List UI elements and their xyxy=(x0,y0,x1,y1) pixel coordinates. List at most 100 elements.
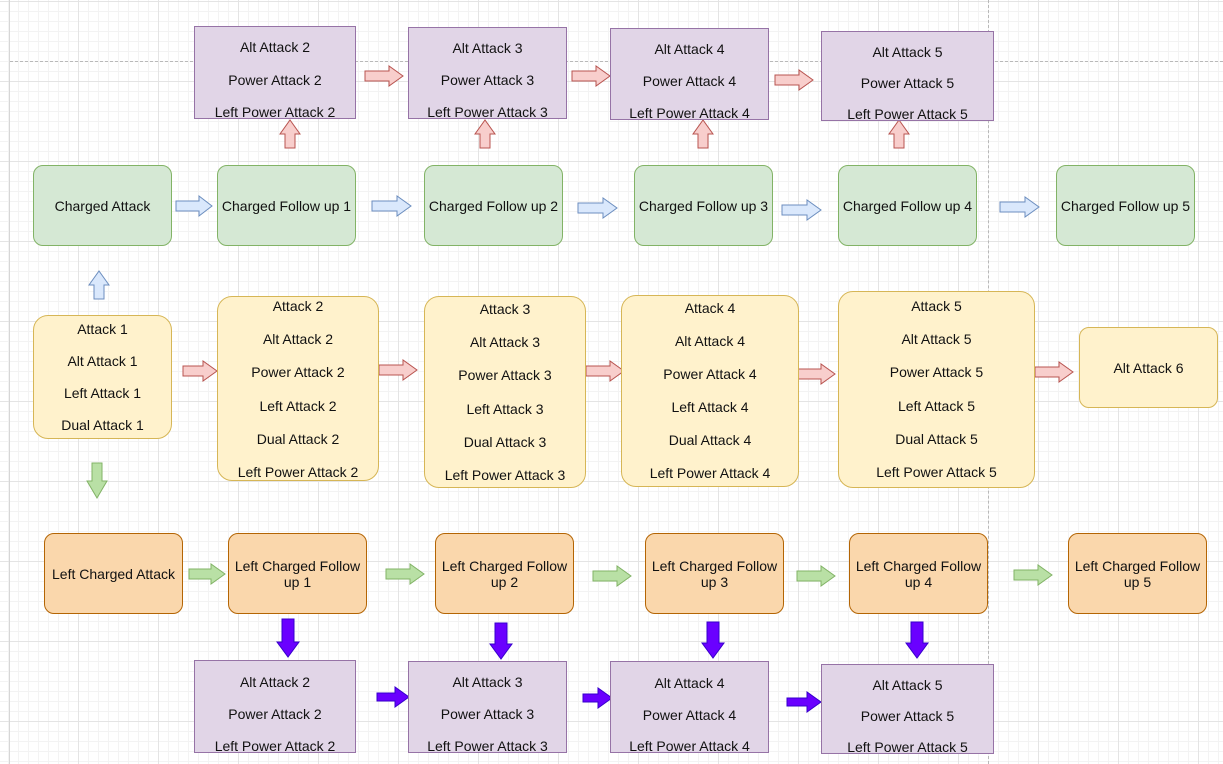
arrow-right[interactable] xyxy=(582,687,613,709)
power-box-bottom[interactable]: Alt Attack 4 Power Attack 4 Left Power A… xyxy=(610,661,769,754)
arrow-right[interactable] xyxy=(371,195,412,217)
node-text: Dual Attack 2 xyxy=(256,430,340,447)
attack-node[interactable]: Attack 1 Alt Attack 1 Left Attack 1 Dual… xyxy=(33,315,172,439)
arrow-down[interactable] xyxy=(905,621,929,659)
node-text: Alt Attack 4 xyxy=(654,675,725,691)
arrow-right[interactable] xyxy=(571,65,611,87)
node-text: Alt Attack 5 xyxy=(901,331,972,348)
arrow-right[interactable] xyxy=(376,686,410,708)
power-box-bottom[interactable]: Alt Attack 2 Power Attack 2 Left Power A… xyxy=(194,660,356,754)
arrow-down[interactable] xyxy=(86,462,108,499)
arrow-up[interactable] xyxy=(88,270,110,300)
attack-node[interactable]: Attack 2 Alt Attack 2 Power Attack 2 Lef… xyxy=(217,296,379,481)
node-text: Alt Attack 2 xyxy=(239,674,311,690)
left-charged-follow-up-node[interactable]: Left Charged Follow up 5 xyxy=(1068,533,1207,614)
attack-node[interactable]: Alt Attack 6 xyxy=(1079,327,1218,408)
node-text: Charged Follow up 1 xyxy=(221,197,352,214)
node-text: Left Attack 1 xyxy=(63,385,142,401)
node-text: Alt Attack 3 xyxy=(452,40,523,56)
node-text: Left Attack 4 xyxy=(671,399,749,415)
arrow-right[interactable] xyxy=(796,363,836,385)
power-box-top[interactable]: Alt Attack 5 Power Attack 5 Left Power A… xyxy=(821,31,994,122)
node-text: Power Attack 2 xyxy=(228,71,322,88)
node-text: Attack 5 xyxy=(911,298,962,314)
node-text: Alt Attack 4 xyxy=(674,333,746,349)
node-text: Charged Follow up 2 xyxy=(428,197,559,214)
node-text: Left Power Attack 2 xyxy=(214,104,336,120)
attack-node[interactable]: Attack 4 Alt Attack 4 Power Attack 4 Lef… xyxy=(621,295,799,487)
node-text: Charged Follow up 3 xyxy=(638,197,769,214)
node-text: Left Charged Attack xyxy=(52,565,175,582)
arrow-right[interactable] xyxy=(592,565,632,587)
node-text: Left Power Attack 5 xyxy=(847,106,968,122)
left-charged-follow-up-node[interactable]: Left Charged Follow up 1 xyxy=(228,533,367,614)
arrow-down[interactable] xyxy=(489,622,513,660)
arrow-right[interactable] xyxy=(774,69,814,91)
arrow-down[interactable] xyxy=(276,618,300,658)
arrow-up[interactable] xyxy=(279,119,301,149)
node-text: Power Attack 2 xyxy=(228,706,322,722)
arrow-right[interactable] xyxy=(364,65,404,87)
left-charged-follow-up-node[interactable]: Left Charged Follow up 3 xyxy=(645,533,784,614)
charged-follow-up-node[interactable]: Charged Follow up 2 xyxy=(424,165,563,246)
node-text: Left Power Attack 3 xyxy=(427,738,548,754)
node-text: Left Attack 3 xyxy=(466,400,544,417)
attack-node[interactable]: Attack 3 Alt Attack 3 Power Attack 3 Lef… xyxy=(424,296,586,488)
node-text: Alt Attack 5 xyxy=(872,44,943,60)
arrow-right[interactable] xyxy=(577,197,618,219)
node-text: Attack 2 xyxy=(272,298,324,314)
charged-follow-up-node[interactable]: Charged Follow up 5 xyxy=(1056,165,1195,246)
charged-follow-up-node[interactable]: Charged Follow up 1 xyxy=(217,165,356,246)
arrow-down[interactable] xyxy=(701,621,725,659)
arrow-right[interactable] xyxy=(1034,361,1074,383)
node-text: Left Power Attack 4 xyxy=(629,105,750,121)
node-text: Left Power Attack 4 xyxy=(649,465,771,481)
arrow-right[interactable] xyxy=(385,563,425,585)
node-text: Attack 4 xyxy=(684,300,736,316)
left-charged-follow-up-node[interactable]: Left Charged Follow up 2 xyxy=(435,533,574,614)
node-text: Left Charged Follow up 1 xyxy=(234,557,361,590)
arrow-right[interactable] xyxy=(786,691,822,713)
arrow-right[interactable] xyxy=(781,199,822,221)
node-text: Left Attack 5 xyxy=(897,397,976,414)
node-text: Dual Attack 3 xyxy=(463,433,547,450)
arrow-right[interactable] xyxy=(796,565,836,587)
arrow-right[interactable] xyxy=(1013,564,1053,586)
power-box-bottom[interactable]: Alt Attack 5 Power Attack 5 Left Power A… xyxy=(821,664,994,755)
node-text: Attack 3 xyxy=(479,301,531,317)
arrow-up[interactable] xyxy=(474,119,496,149)
node-text: Left Charged Follow up 2 xyxy=(441,557,568,590)
node-text: Left Charged Follow up 5 xyxy=(1074,557,1201,590)
power-box-top[interactable]: Alt Attack 4 Power Attack 4 Left Power A… xyxy=(610,28,769,121)
node-text: Left Attack 2 xyxy=(259,397,337,414)
canvas-left-border xyxy=(9,0,10,764)
node-text: Left Power Attack 3 xyxy=(427,104,548,120)
attack-node[interactable]: Attack 5 Alt Attack 5 Power Attack 5 Lef… xyxy=(838,291,1035,488)
node-text: Left Power Attack 5 xyxy=(876,463,997,480)
arrow-right[interactable] xyxy=(999,196,1040,218)
arrow-right[interactable] xyxy=(182,360,218,382)
node-text: Alt Attack 4 xyxy=(654,41,725,57)
node-text: Left Power Attack 3 xyxy=(444,466,566,483)
arrow-up[interactable] xyxy=(888,119,910,149)
arrow-right[interactable] xyxy=(175,194,213,218)
left-charged-attack-node[interactable]: Left Charged Attack xyxy=(44,533,183,614)
node-text: Power Attack 4 xyxy=(642,706,737,723)
charged-follow-up-node[interactable]: Charged Follow up 3 xyxy=(634,165,773,246)
power-box-top[interactable]: Alt Attack 3 Power Attack 3 Left Power A… xyxy=(408,27,567,120)
left-charged-follow-up-node[interactable]: Left Charged Follow up 4 xyxy=(849,533,988,614)
arrow-right[interactable] xyxy=(188,563,226,585)
node-text: Attack 1 xyxy=(77,321,128,337)
node-text: Left Charged Follow up 3 xyxy=(651,557,778,590)
power-box-bottom[interactable]: Alt Attack 3 Power Attack 3 Left Power A… xyxy=(408,661,567,754)
charged-attack-node[interactable]: Charged Attack xyxy=(33,165,172,246)
charged-follow-up-node[interactable]: Charged Follow up 4 xyxy=(838,165,977,246)
node-text: Power Attack 3 xyxy=(440,706,535,722)
node-text: Alt Attack 2 xyxy=(262,331,334,348)
arrow-up[interactable] xyxy=(692,119,714,149)
power-box-top[interactable]: Alt Attack 2 Power Attack 2 Left Power A… xyxy=(194,26,356,120)
arrow-right[interactable] xyxy=(585,360,625,382)
node-text: Dual Attack 1 xyxy=(61,417,144,433)
arrow-right[interactable] xyxy=(378,359,418,381)
node-text: Power Attack 2 xyxy=(251,364,345,381)
